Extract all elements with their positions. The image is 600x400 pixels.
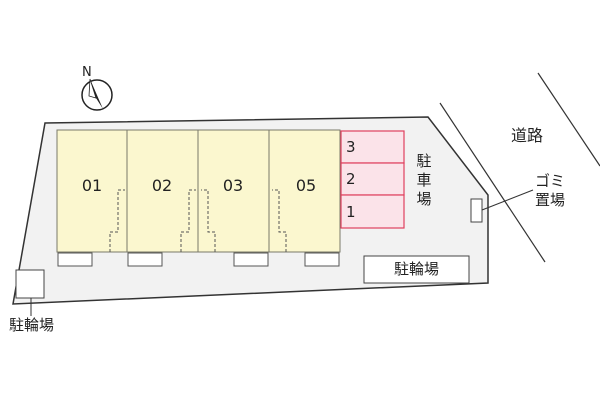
unit-step [57, 252, 93, 267]
parking-space-1-label: 1 [346, 203, 356, 221]
road-label: 道路 [511, 126, 544, 145]
garbage-area-label: ゴミ置場 [535, 172, 566, 209]
north-arrow-icon [81, 78, 113, 111]
road-edge-line [439, 102, 546, 263]
unit-03-label: 03 [222, 176, 244, 195]
bicycle-parking-inner-label: 駐輪場 [393, 260, 439, 278]
unit-step [127, 252, 163, 267]
parking-space-3-box [340, 130, 405, 164]
unit-step [233, 252, 269, 267]
parking-space-2-box [340, 162, 405, 196]
entrance-path [201, 189, 216, 252]
unit-step [304, 252, 340, 267]
entrance-path [180, 189, 196, 252]
parking-space-1-box [340, 194, 405, 229]
north-label: N [82, 65, 92, 80]
unit-02-label: 02 [151, 176, 173, 195]
entrance-path [272, 189, 287, 252]
parking-label: 駐車場 [416, 152, 432, 208]
parking-space-2-label: 2 [346, 170, 356, 188]
unit-05-label: 05 [295, 176, 317, 195]
bicycle-parking-outer-box [15, 269, 45, 299]
entrance-path [109, 189, 125, 252]
garbage-leader-line [481, 189, 534, 211]
parking-space-3-label: 3 [346, 138, 356, 156]
bicycle-parking-inner-box [363, 255, 470, 284]
garbage-area-box [470, 198, 483, 223]
road-edge-line [537, 72, 600, 167]
bicycle-parking-outer-label: 駐輪場 [9, 316, 55, 334]
unit-01-label: 01 [81, 176, 103, 195]
